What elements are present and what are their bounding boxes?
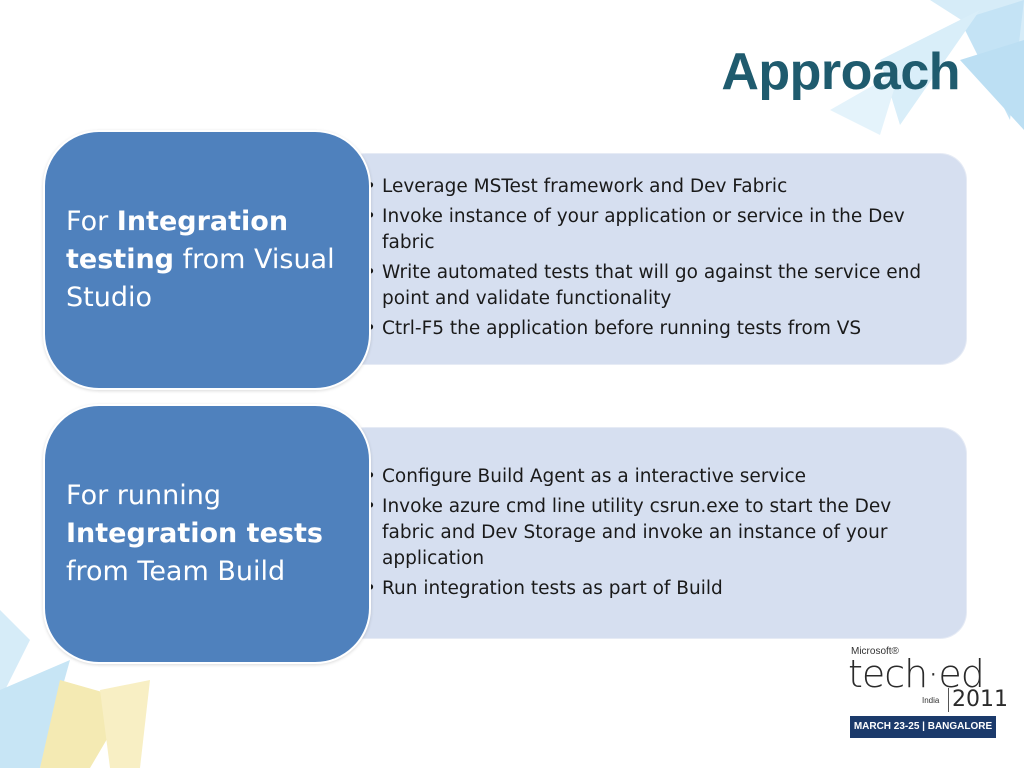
deco-triangle: [0, 610, 30, 700]
deco-triangle: [830, 70, 900, 135]
logo-brand: Microsoft®: [851, 646, 899, 657]
label-post: from Visual Studio: [66, 244, 335, 313]
logo-event-banner: MARCH 23-25 | BANGALORE: [850, 716, 996, 738]
bullet-list: Leverage MSTest framework and Dev Fabric…: [340, 154, 966, 342]
logo-region: India: [922, 696, 940, 705]
label-box-integration-teambuild: For running Integration tests from Team …: [43, 404, 371, 664]
logo-year: 2011: [948, 688, 1008, 712]
label-pre: For running: [66, 480, 221, 511]
deco-triangle: [880, 10, 980, 125]
slide-title: Approach: [721, 43, 960, 101]
bullet-list: Configure Build Agent as a interactive s…: [340, 428, 966, 602]
teched-logo: Microsoft® tech·ed India 2011 MARCH 23-2…: [848, 644, 1008, 744]
label-bold: Integration tests: [66, 518, 323, 549]
label-text: For Integration testing from Visual Stud…: [66, 203, 356, 317]
deco-triangle: [0, 660, 70, 768]
deco-triangle: [100, 680, 150, 768]
list-item: Invoke azure cmd line utility csrun.exe …: [365, 494, 966, 572]
logo-name: tech·ed: [848, 652, 985, 696]
deco-triangle: [960, 40, 1024, 130]
label-post: from Team Build: [66, 556, 286, 587]
list-item: Write automated tests that will go again…: [365, 260, 966, 312]
label-box-integration-vs: For Integration testing from Visual Stud…: [43, 130, 371, 390]
list-item: Leverage MSTest framework and Dev Fabric: [365, 174, 966, 200]
list-item: Ctrl-F5 the application before running t…: [365, 316, 966, 342]
detail-box-integration-vs: Leverage MSTest framework and Dev Fabric…: [340, 154, 966, 364]
detail-box-integration-teambuild: Configure Build Agent as a interactive s…: [340, 428, 966, 638]
label-bold: Integration testing: [66, 206, 289, 275]
list-item: Configure Build Agent as a interactive s…: [365, 464, 966, 490]
label-text: For running Integration tests from Team …: [66, 477, 356, 591]
label-pre: For: [66, 206, 117, 237]
list-item: Invoke instance of your application or s…: [365, 204, 966, 256]
list-item: Run integration tests as part of Build: [365, 576, 966, 602]
